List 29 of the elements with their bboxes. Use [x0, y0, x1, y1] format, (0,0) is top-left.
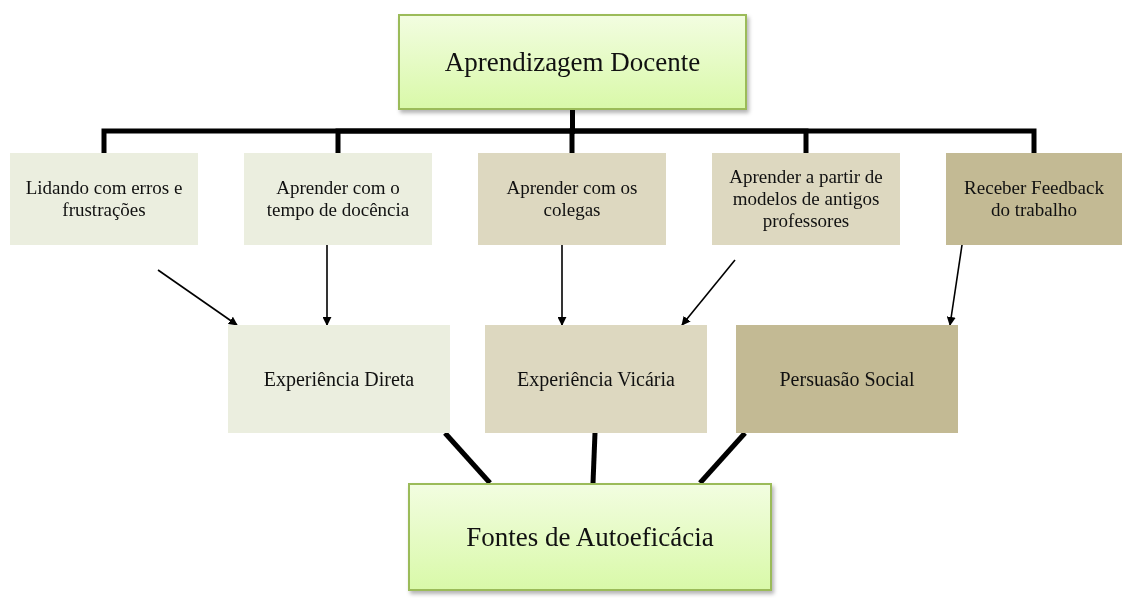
title-box: [398, 14, 747, 110]
box-label: Lidando com erros e frustrações: [24, 177, 184, 221]
arrow: [681, 259, 736, 326]
box-label: Aprender a partir de modelos de antigos professores: [728, 166, 884, 232]
arrow: [557, 244, 567, 326]
connector-line: [570, 110, 1037, 153]
category-box: [478, 153, 666, 245]
arrow: [946, 244, 963, 326]
category-box: [736, 325, 958, 433]
box-label: Aprendizagem Docente: [444, 46, 701, 78]
box-label: Persuasão Social: [779, 367, 915, 391]
connector-line: [698, 431, 747, 485]
category-box: [10, 153, 198, 245]
arrow: [157, 269, 238, 326]
category-box: [244, 153, 432, 245]
box-label: Experiência Direta: [263, 367, 415, 391]
title-box: [408, 483, 772, 591]
box-label: Aprender com os colegas: [505, 177, 639, 221]
category-box: [712, 153, 900, 245]
category-box: [228, 325, 450, 433]
arrow: [322, 244, 332, 326]
box-label: Fontes de Autoeficácia: [466, 521, 714, 553]
category-box: [946, 153, 1122, 245]
connector-line: [443, 431, 492, 485]
category-box: [485, 325, 707, 433]
connector-line: [590, 432, 598, 484]
box-label: Aprender com o tempo de docência: [265, 177, 411, 221]
box-label: Receber Feedback do trabalho: [963, 177, 1105, 221]
box-label: Experiência Vicária: [517, 367, 675, 391]
